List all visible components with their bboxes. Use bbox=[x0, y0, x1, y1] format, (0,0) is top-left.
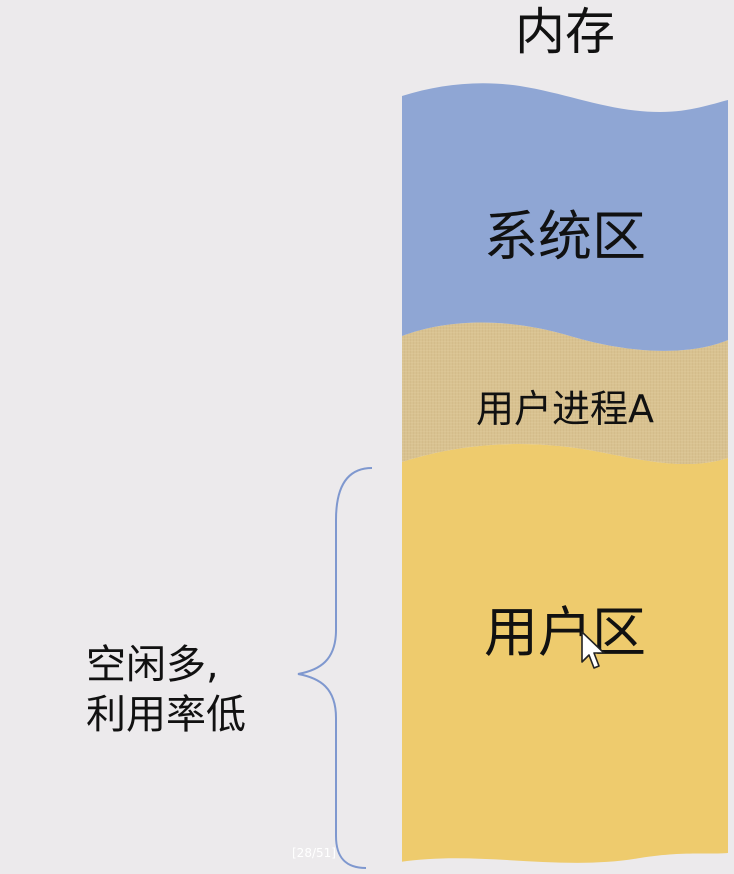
process-a-region bbox=[402, 322, 728, 465]
process-a-label: 用户进程A bbox=[476, 387, 654, 431]
mouse-pointer-icon bbox=[581, 631, 605, 669]
note-text: 空闲多, 利用率低 bbox=[86, 640, 246, 740]
note-line-1: 空闲多, bbox=[86, 642, 219, 688]
curly-brace bbox=[297, 467, 373, 869]
memory-title: 内存 bbox=[515, 3, 615, 61]
system-region bbox=[402, 83, 728, 351]
note-line-2: 利用率低 bbox=[86, 692, 246, 738]
page-indicator: [28/51] bbox=[292, 846, 336, 860]
system-region-label: 系统区 bbox=[484, 205, 646, 268]
bottom-edge bbox=[400, 852, 734, 874]
user-region bbox=[402, 443, 728, 874]
user-region-label: 用户区 bbox=[484, 601, 646, 664]
